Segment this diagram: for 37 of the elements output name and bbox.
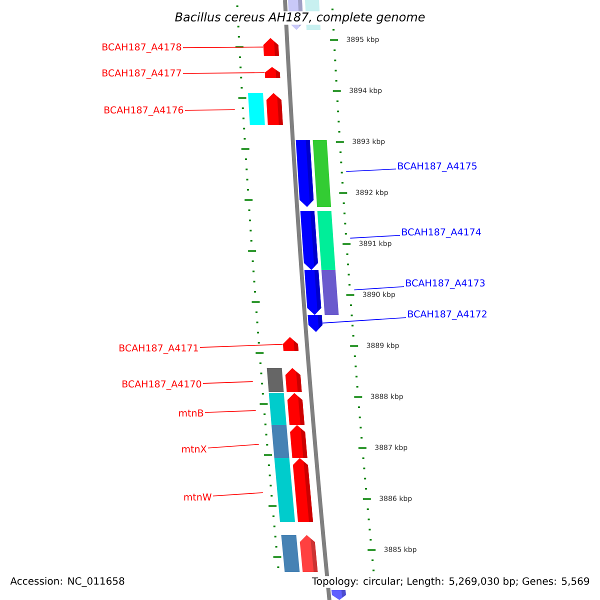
gene-block	[300, 211, 318, 270]
leader-line	[208, 444, 260, 448]
gene-label: BCAH187_A4174	[402, 228, 481, 238]
gene-block	[263, 38, 279, 56]
gene-label: BCAH187_A4172	[408, 310, 486, 320]
leader-line	[346, 168, 396, 172]
gene-block	[308, 315, 322, 332]
gene-block	[266, 93, 283, 125]
gene-block	[287, 393, 304, 425]
leader-line	[212, 492, 264, 496]
gene-block	[282, 337, 298, 351]
gene-label: BCAH187_A4173	[406, 279, 485, 289]
gene-block	[296, 140, 314, 207]
gene-label: BCAH187_A4171	[120, 344, 198, 354]
leader-line	[322, 317, 406, 324]
gene-label: BCAH187_A4176	[104, 106, 184, 116]
leader-line	[182, 72, 266, 74]
gene-block	[264, 67, 280, 78]
leader-line	[354, 286, 404, 290]
footer-text: Topology: circular; Length: 5,269,030 bp; Genes: 5,569	[310, 576, 591, 588]
leader-line	[184, 109, 236, 111]
gene-label: mtnB	[179, 410, 204, 416]
leader-line	[200, 344, 284, 348]
gene-label: mtnX	[182, 446, 206, 452]
leader-line	[204, 410, 256, 413]
footer-text: Accession: NC_011658	[9, 576, 126, 588]
gene-label: BCAH187_A4178	[102, 43, 182, 53]
gene-label: BCAH187_A4175	[398, 162, 477, 172]
gene-block	[285, 368, 302, 392]
leader-line	[350, 234, 400, 239]
gene-label: BCAH187_A4177	[102, 69, 181, 79]
leader-line	[202, 381, 254, 384]
gene-label: BCAH187_A4170	[122, 380, 202, 390]
leader-line	[182, 46, 264, 48]
gene-block	[290, 425, 308, 458]
gene-label: mtnW	[184, 494, 212, 500]
title: Bacillus cereus AH187, complete genome	[174, 11, 426, 25]
